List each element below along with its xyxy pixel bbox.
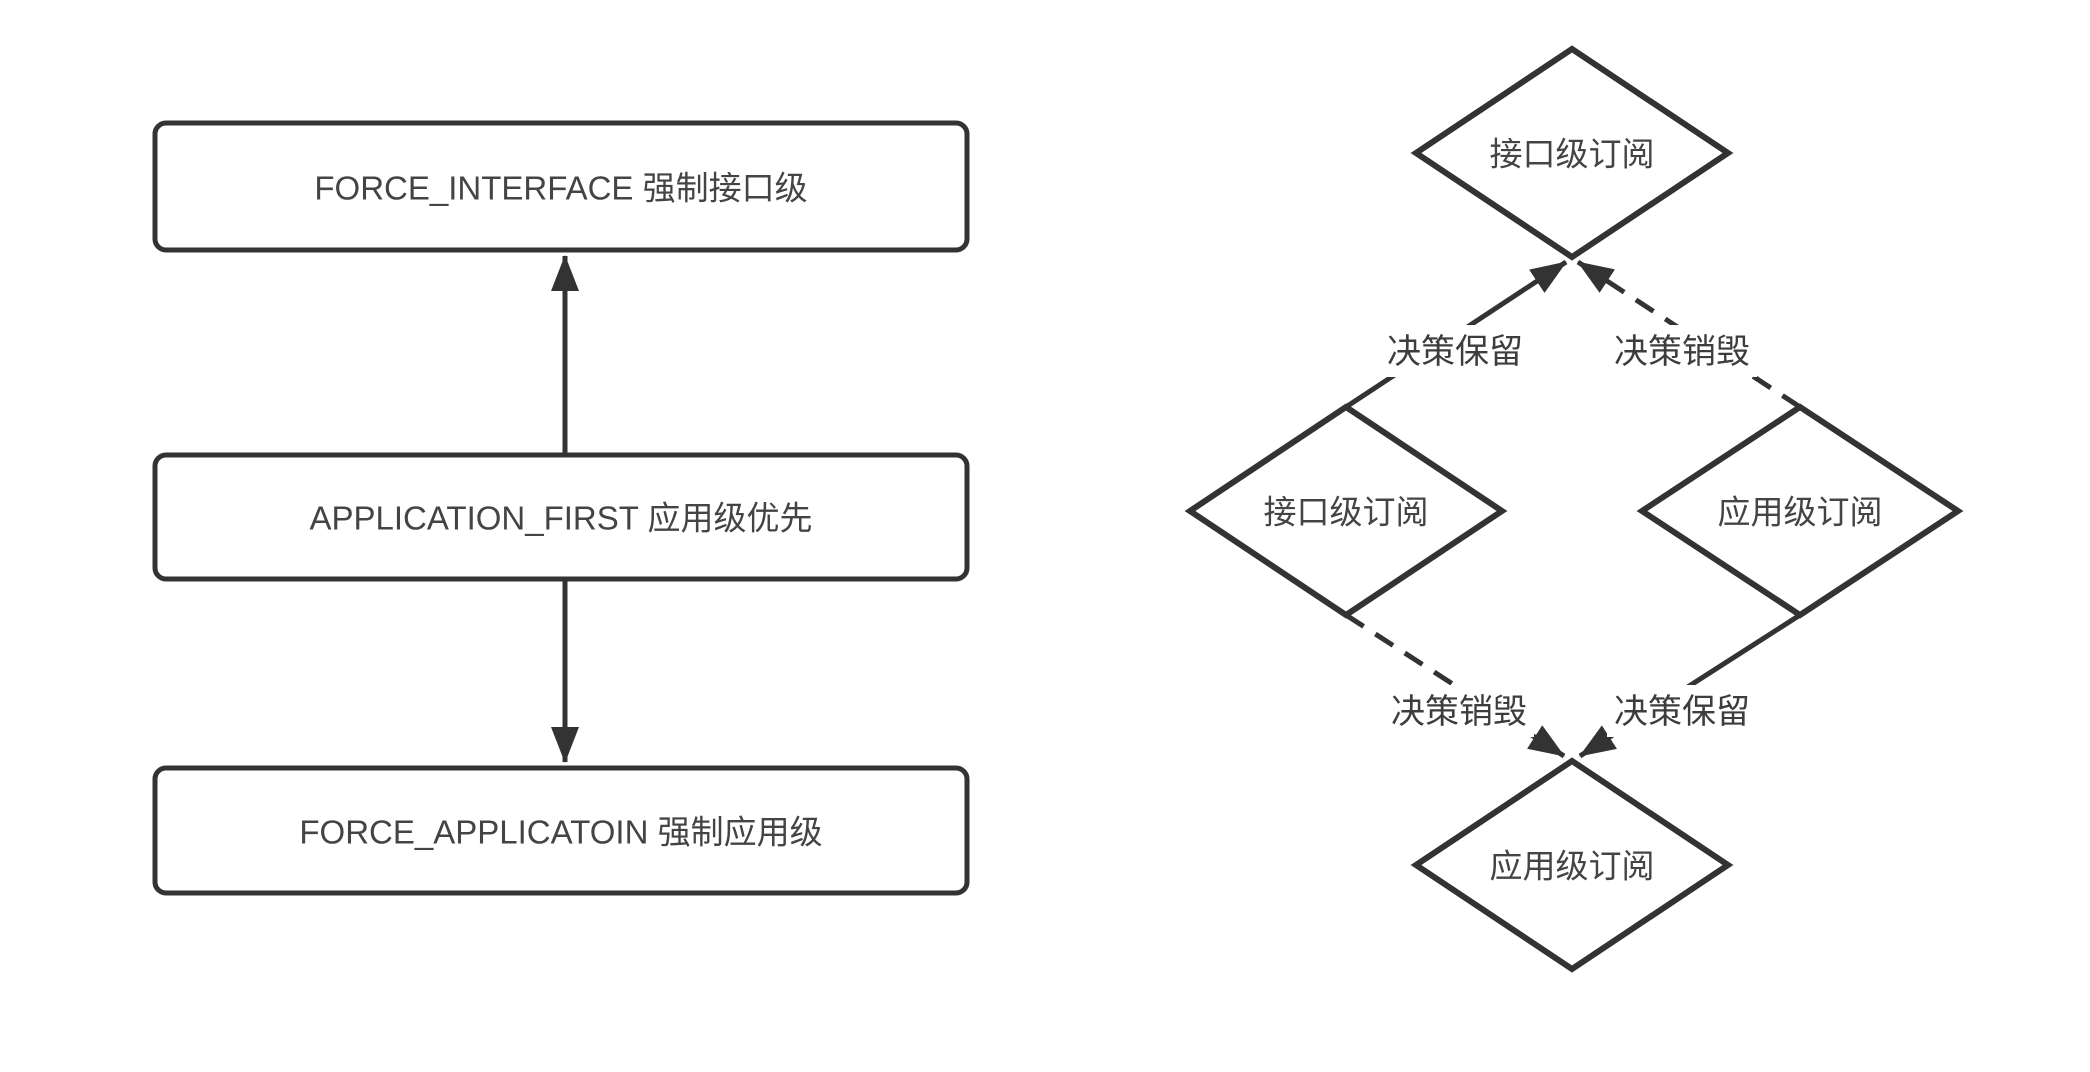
decision-node-top: 接口级订阅 xyxy=(1410,45,1734,261)
ladder-box-outline xyxy=(152,120,970,253)
edge-label-text: 决策保留 xyxy=(1614,693,1750,731)
decision-node-right: 应用级订阅 xyxy=(1636,403,1964,619)
ladder-box-force-application: FORCE_APPLICATOIN 强制应用级 xyxy=(152,765,970,896)
edge-destroy-right-to-top xyxy=(1576,259,1802,410)
edge-label-text: 决策销毁 xyxy=(1391,693,1527,731)
ladder-box-outline xyxy=(152,765,970,896)
ladder-box-force-interface: FORCE_INTERFACE 强制接口级 xyxy=(152,120,970,253)
diamond-outline xyxy=(1184,403,1508,619)
priority-ladder: FORCE_INTERFACE 强制接口级 APPLICATION_FIRST … xyxy=(152,120,970,896)
ladder-box-label: FORCE_INTERFACE 强制接口级 xyxy=(314,170,807,207)
decision-node-bottom: 应用级订阅 xyxy=(1410,757,1734,973)
ladder-box-label: APPLICATION_FIRST 应用级优先 xyxy=(309,500,812,537)
decision-node-label: 应用级订阅 xyxy=(1490,848,1655,885)
decision-node-label: 应用级订阅 xyxy=(1718,494,1883,531)
decision-node-left: 接口级订阅 xyxy=(1184,403,1508,619)
edge-label-bg xyxy=(1384,685,1534,737)
diamond-outline xyxy=(1636,403,1964,619)
ladder-box-label: FORCE_APPLICATOIN 强制应用级 xyxy=(299,814,822,851)
edge-label-destroy-upper: 决策销毁 xyxy=(1607,325,1757,377)
ladder-box-application-first: APPLICATION_FIRST 应用级优先 xyxy=(152,452,970,582)
edge-label-destroy-lower: 决策销毁 xyxy=(1384,685,1534,737)
edge-label-bg xyxy=(1607,325,1757,377)
diamond-outline xyxy=(1410,757,1734,973)
edge-label-keep-lower: 决策保留 xyxy=(1607,685,1757,737)
edge-label-text: 决策保留 xyxy=(1387,333,1523,371)
edge-label-keep-upper: 决策保留 xyxy=(1380,325,1530,377)
decision-node-label: 接口级订阅 xyxy=(1264,494,1429,531)
edge-label-bg xyxy=(1607,685,1757,737)
edge-label-text: 决策销毁 xyxy=(1614,333,1750,371)
decision-node-label: 接口级订阅 xyxy=(1490,136,1655,173)
decision-graph: 决策保留 决策销毁 决策销毁 决策保留 接口级订阅 接口级订阅 xyxy=(1184,45,1964,973)
ladder-box-outline xyxy=(152,452,970,582)
edge-label-bg xyxy=(1380,325,1530,377)
diamond-outline xyxy=(1410,45,1734,261)
